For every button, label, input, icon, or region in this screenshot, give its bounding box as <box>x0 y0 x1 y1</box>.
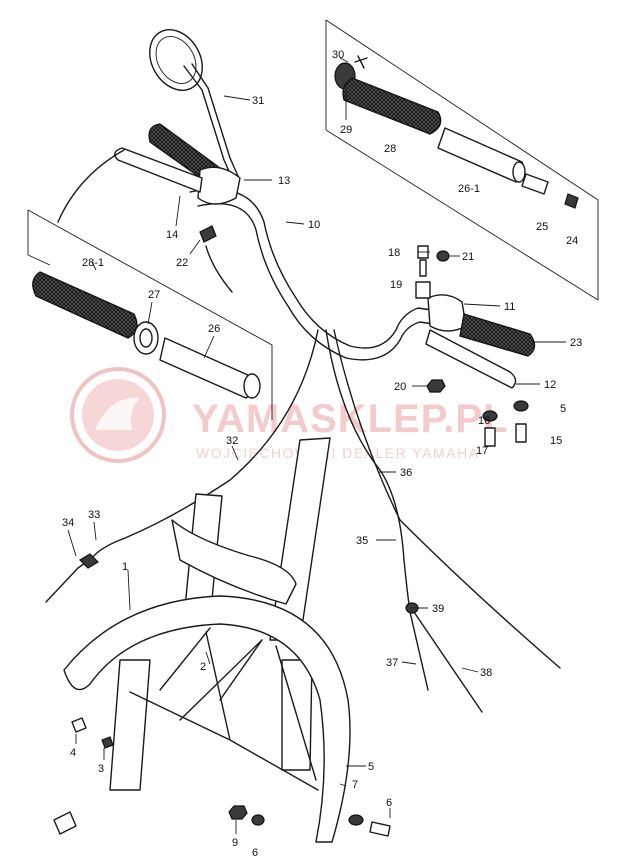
callout-28-1: 28-1 <box>82 257 104 269</box>
watermark-logo-mark <box>95 397 140 430</box>
callout-17: 17 <box>476 445 488 457</box>
callout-2: 2 <box>200 661 206 673</box>
callout-39: 39 <box>432 603 444 615</box>
callout-14: 14 <box>166 229 178 241</box>
bolt-15b <box>515 423 527 443</box>
front-fork <box>109 437 331 791</box>
washer-6 <box>348 814 364 826</box>
watermark-subtitle: WOJCIECHOWSKI DEALER YAMAHA <box>196 445 479 461</box>
handlebar-10 <box>189 188 447 361</box>
callout-5b: 5 <box>560 403 566 415</box>
switch-22 <box>199 225 217 243</box>
grip-28-1 <box>32 271 138 339</box>
callout-35: 35 <box>356 535 368 547</box>
callout-36: 36 <box>400 467 412 479</box>
nut-21 <box>436 250 450 262</box>
callout-12: 12 <box>544 379 556 391</box>
callout-31: 31 <box>252 95 264 107</box>
callout-13: 13 <box>278 175 290 187</box>
nut-20 <box>426 379 446 393</box>
callout-30: 30 <box>332 49 344 61</box>
callout-37: 37 <box>386 657 398 669</box>
washer-16 <box>482 410 498 422</box>
mirror-31 <box>149 29 239 179</box>
callout-10: 10 <box>308 219 320 231</box>
callout-1: 1 <box>122 561 128 573</box>
washer-6b <box>251 814 265 826</box>
grip-28 <box>342 77 442 135</box>
watermark-logo-ring <box>70 367 166 463</box>
callout-6: 6 <box>386 797 392 809</box>
callout-6b: 6 <box>252 847 258 858</box>
watermark: YAMASKLEP.PL WOJCIECHOWSKI DEALER YAMAHA <box>70 367 508 463</box>
clutch-lever-14 <box>114 147 203 193</box>
callout-labels: 31 13 14 22 10 28-1 27 26 30 29 28 26-1 … <box>62 49 582 859</box>
nut-9 <box>228 805 248 820</box>
screw-30 <box>354 55 368 69</box>
callout-26: 26 <box>208 323 220 335</box>
bolt-17 <box>484 427 496 447</box>
callout-24: 24 <box>566 235 578 247</box>
callout-5: 5 <box>368 761 374 773</box>
washer-3 <box>101 736 114 749</box>
callout-32: 32 <box>226 435 238 447</box>
bolt-4 <box>71 717 87 733</box>
bolt-6 <box>369 821 391 837</box>
throttle-tube-26-1 <box>437 127 525 183</box>
cable-guide-25 <box>521 173 549 195</box>
callout-20: 20 <box>394 381 406 393</box>
callout-33: 33 <box>88 509 100 521</box>
clutch-holder-13 <box>197 166 241 205</box>
callout-22: 22 <box>176 257 188 269</box>
callout-23: 23 <box>570 337 582 349</box>
fender-hardware <box>53 717 391 837</box>
brake-holder-11 <box>427 294 467 332</box>
cap-19 <box>415 281 431 299</box>
brake-lever-12 <box>425 329 517 389</box>
callout-16: 16 <box>478 415 490 427</box>
callout-25: 25 <box>536 221 548 233</box>
callout-38: 38 <box>480 667 492 679</box>
inset-left-grip <box>27 209 273 420</box>
callout-21: 21 <box>462 251 474 263</box>
callout-3: 3 <box>98 763 104 775</box>
right-controls <box>415 245 536 447</box>
tube-26 <box>159 337 255 399</box>
leader-lines <box>67 57 566 834</box>
callout-26-1: 26-1 <box>458 183 480 195</box>
callout-4: 4 <box>70 747 76 759</box>
front-fender-1 <box>63 595 351 843</box>
clamp-left <box>53 811 77 835</box>
callout-27: 27 <box>148 289 160 301</box>
callout-7: 7 <box>352 779 358 791</box>
washer-15 <box>513 400 529 412</box>
right-grip-23 <box>459 313 536 357</box>
clutch-assembly <box>57 123 241 293</box>
adjuster-34 <box>79 553 99 569</box>
callout-29: 29 <box>340 124 352 136</box>
callout-19: 19 <box>390 279 402 291</box>
callout-9: 9 <box>232 837 238 849</box>
inset-right-grip <box>325 19 599 301</box>
callout-15: 15 <box>550 435 562 447</box>
clip-24 <box>564 193 579 209</box>
callout-11: 11 <box>504 301 515 313</box>
callout-34: 34 <box>62 517 74 529</box>
callout-18: 18 <box>388 247 400 259</box>
callout-28: 28 <box>384 143 396 155</box>
